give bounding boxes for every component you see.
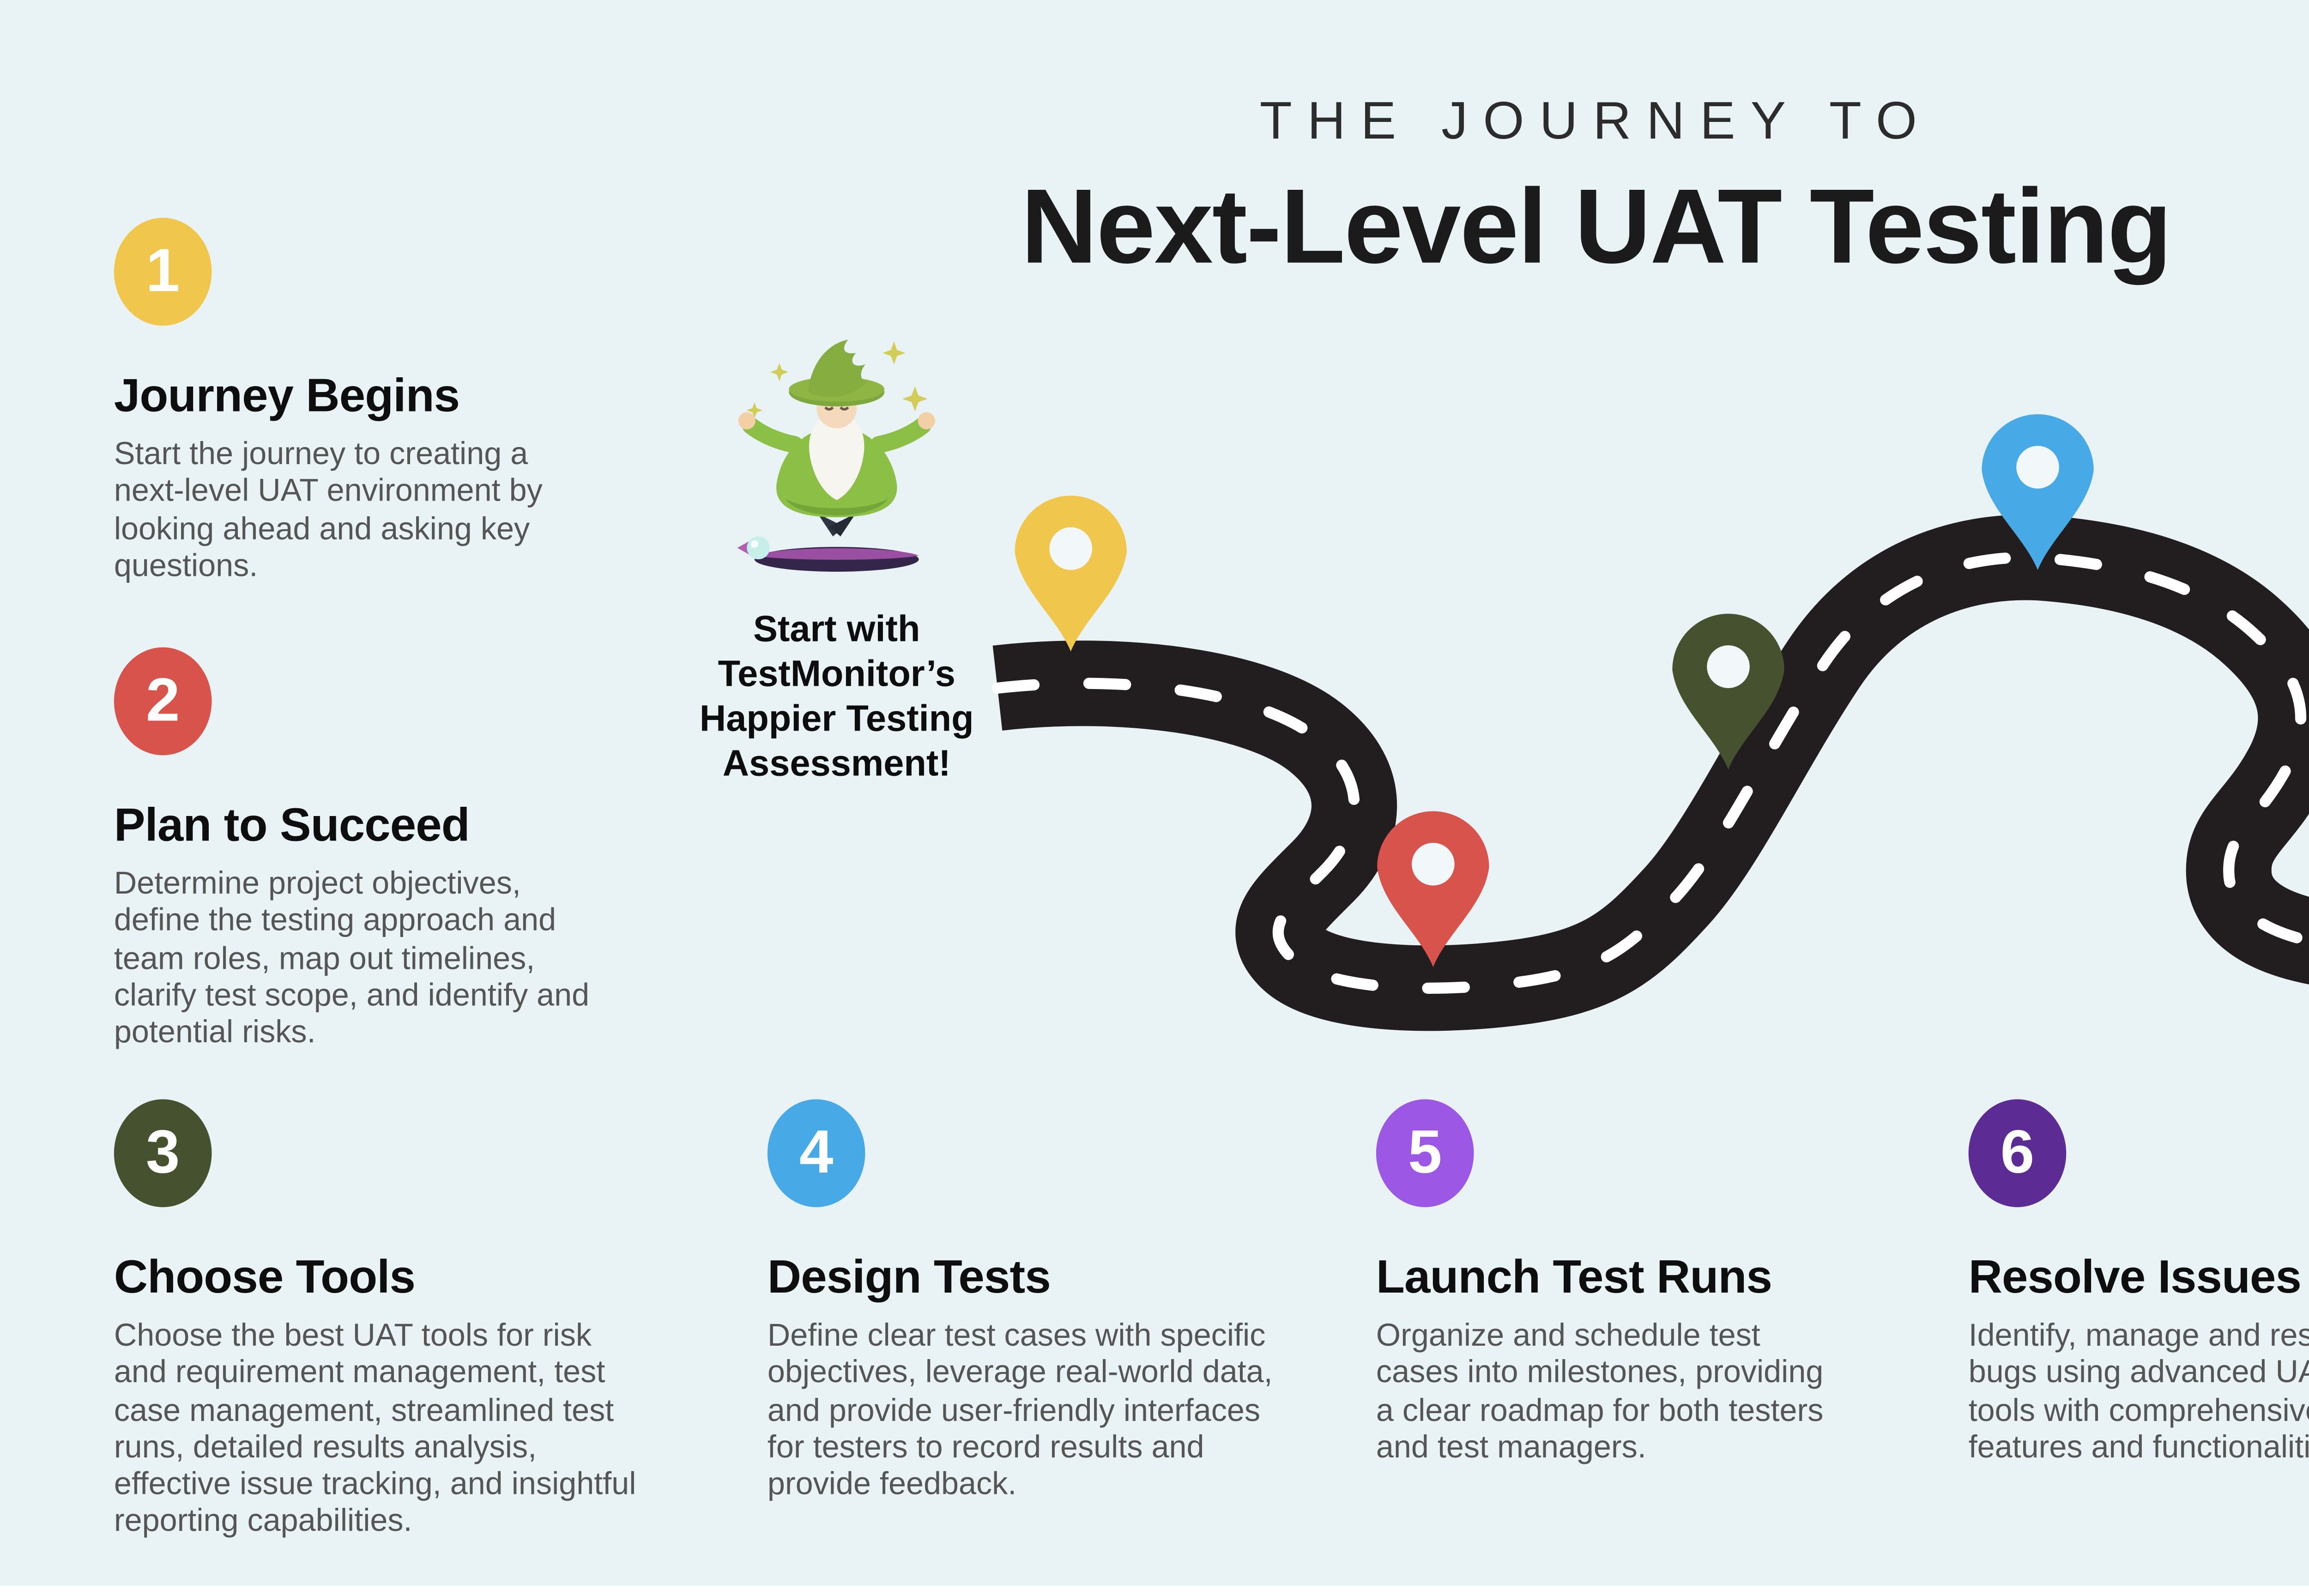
step-title: Choose Tools bbox=[114, 1250, 416, 1303]
step-number-badge: 5 bbox=[1376, 1099, 1474, 1208]
page-header: THE JOURNEY TO Next-Level UAT Testing bbox=[782, 90, 2309, 289]
wand-orb-highlight bbox=[750, 540, 759, 548]
step-description: Identify, manage and resolve bugs using … bbox=[1968, 1319, 2309, 1466]
step-1: 1 Journey Begins Start the journey to cr… bbox=[114, 218, 570, 586]
wizard-hand bbox=[738, 412, 756, 429]
map-pin-3 bbox=[1672, 614, 1784, 770]
step-number-badge: 4 bbox=[767, 1099, 865, 1208]
hat-cone bbox=[808, 339, 867, 397]
map-pin-2 bbox=[1377, 811, 1489, 967]
bottom-white-bar bbox=[0, 1585, 2309, 1596]
page-title: Next-Level UAT Testing bbox=[1021, 169, 2172, 287]
step-number: 2 bbox=[145, 666, 180, 734]
step-5: 5 Launch Test Runs Organize and schedule… bbox=[1376, 1099, 1828, 1468]
robe-fold bbox=[785, 498, 889, 515]
wizard-leg bbox=[829, 513, 856, 537]
step-number-badge: 2 bbox=[114, 647, 212, 756]
sparkle-icon bbox=[746, 341, 928, 418]
step-description: Define clear test cases with specific ob… bbox=[767, 1319, 1273, 1503]
step-description: Choose the best UAT tools for risk and r… bbox=[114, 1319, 636, 1540]
wand-orb bbox=[747, 536, 770, 560]
step-description: Start the journey to creating a next-lev… bbox=[114, 437, 543, 584]
step-number: 4 bbox=[799, 1118, 834, 1186]
wizard-arm bbox=[742, 417, 804, 453]
step-title: Plan to Succeed bbox=[114, 798, 470, 851]
step-title: Launch Test Runs bbox=[1376, 1250, 1772, 1303]
step-4: 4 Design Tests Define clear test cases w… bbox=[767, 1099, 1281, 1505]
step-number-badge: 3 bbox=[114, 1099, 212, 1208]
step-2: 2 Plan to Succeed Determine project obje… bbox=[114, 647, 603, 1053]
road-path bbox=[992, 514, 2309, 1031]
step-3: 3 Choose Tools Choose the best UAT tools… bbox=[114, 1099, 647, 1542]
wizard-icon bbox=[737, 339, 935, 572]
map-pin-4 bbox=[1982, 414, 2094, 570]
step-number: 6 bbox=[2000, 1118, 2035, 1186]
step-title: Resolve Issues bbox=[1968, 1250, 2302, 1303]
step-number-badge: 6 bbox=[1968, 1099, 2067, 1208]
wizard-hand bbox=[918, 412, 935, 429]
step-title: Design Tests bbox=[767, 1250, 1051, 1303]
step-number: 5 bbox=[1408, 1118, 1442, 1186]
step-number-badge: 1 bbox=[114, 218, 212, 326]
step-number: 1 bbox=[145, 237, 180, 305]
step-number: 3 bbox=[145, 1118, 180, 1186]
wizard-caption: Start with TestMonitor’s Happier Testing… bbox=[699, 609, 974, 784]
road-centerline-dashes bbox=[991, 552, 2309, 994]
step-description: Organize and schedule test cases into mi… bbox=[1376, 1319, 1824, 1466]
wizard-eye bbox=[840, 406, 849, 411]
step-title: Journey Begins bbox=[114, 368, 460, 422]
wizard-eye bbox=[824, 406, 834, 411]
wizard-beard bbox=[809, 414, 864, 500]
map-pin-1 bbox=[1015, 496, 1127, 652]
wizard-arm bbox=[870, 417, 931, 453]
step-6: 6 Resolve Issues Identify, manage and re… bbox=[1968, 1099, 2309, 1468]
step-description: Determine project objectives, define the… bbox=[114, 867, 590, 1051]
wizard-block: Start with TestMonitor’s Happier Testing… bbox=[688, 334, 985, 787]
wand bbox=[754, 548, 919, 560]
title-kicker: THE JOURNEY TO bbox=[1259, 89, 1933, 151]
